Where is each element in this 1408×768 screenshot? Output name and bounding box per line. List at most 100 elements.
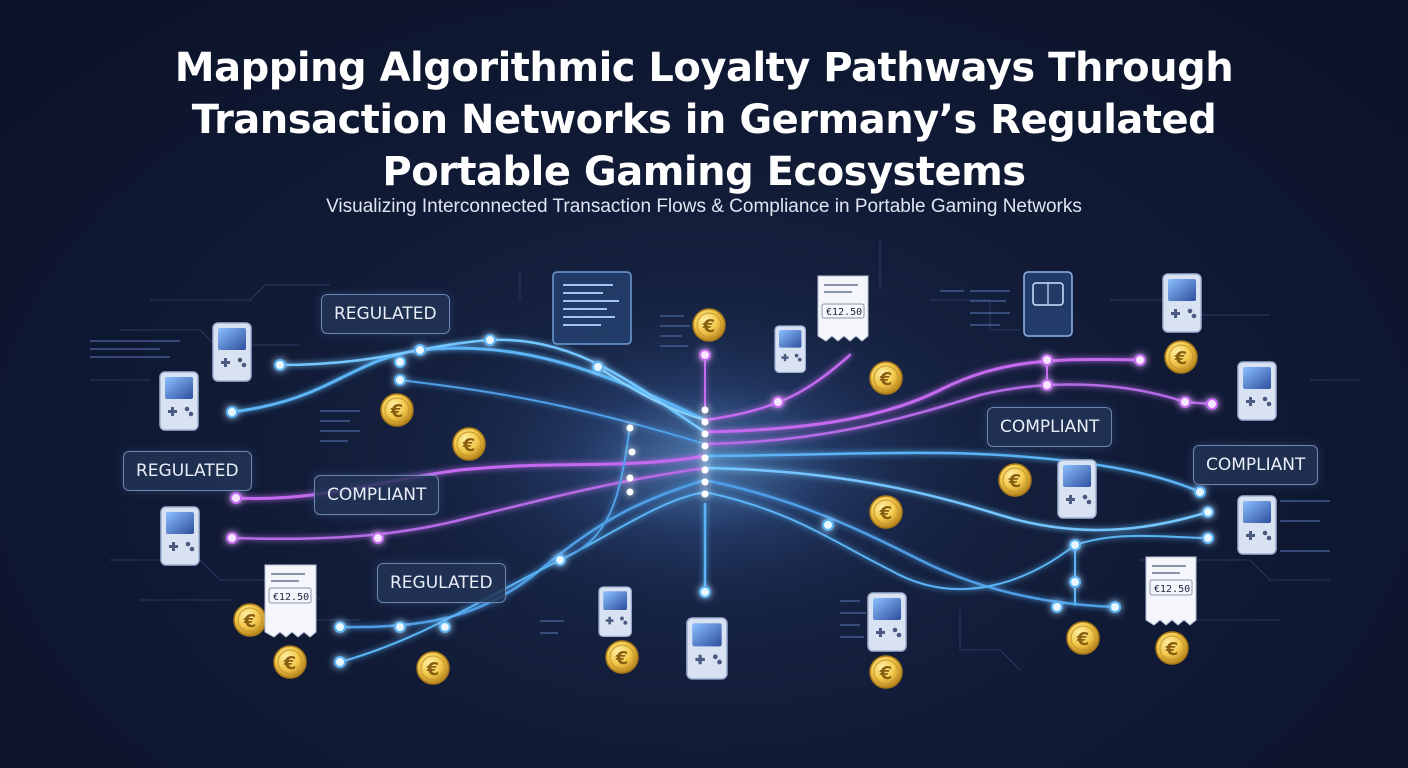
data-strips	[90, 290, 1330, 638]
title-line-3: Portable Gaming Ecosystems	[382, 149, 1026, 195]
title-line-1: Mapping Algorithmic Loyalty Pathways Thr…	[174, 45, 1234, 91]
handheld-console-icon	[774, 325, 807, 373]
flow-line	[703, 357, 1142, 434]
svg-text:€: €	[1165, 639, 1179, 660]
euro-coin-icon: €	[416, 651, 450, 685]
receipt-icon: €12.50	[264, 564, 317, 638]
handheld-console-icon	[1237, 361, 1277, 421]
flow-node	[394, 374, 406, 386]
svg-text:€12.50: €12.50	[1154, 584, 1190, 595]
flow-node	[1179, 396, 1191, 408]
receipt-icon: €12.50	[1145, 556, 1197, 626]
euro-coin-icon: €	[380, 393, 414, 427]
svg-text:€: €	[702, 316, 716, 337]
flow-node	[274, 359, 286, 371]
svg-text:€12.50: €12.50	[826, 307, 862, 318]
flow-line	[339, 491, 706, 663]
flow-line	[703, 353, 852, 422]
flow-node	[1069, 576, 1081, 588]
flow-node	[1202, 506, 1214, 518]
flow-node	[1134, 354, 1146, 366]
flow-node	[822, 519, 834, 531]
euro-coin-icon: €	[998, 463, 1032, 497]
flow-node	[554, 554, 566, 566]
euro-coin-icon: €	[605, 640, 639, 674]
euro-coin-icon: €	[1164, 340, 1198, 374]
euro-coin-icon: €	[1155, 631, 1189, 665]
flow-node	[699, 349, 711, 361]
flow-line	[703, 383, 1214, 446]
svg-text:€: €	[1008, 471, 1022, 492]
handheld-console-icon	[159, 371, 199, 431]
hub-bus	[626, 406, 709, 498]
handheld-console-icon	[686, 617, 728, 680]
flow-node	[226, 532, 238, 544]
tag-regulated: REGULATED	[377, 563, 506, 603]
flow-node	[1109, 601, 1121, 613]
euro-coin-icon: €	[452, 427, 486, 461]
svg-text:€: €	[879, 663, 893, 684]
svg-text:€: €	[243, 611, 257, 632]
svg-text:€: €	[879, 369, 893, 390]
flow-node	[439, 621, 451, 633]
page-title: Mapping Algorithmic Loyalty Pathways Thr…	[0, 42, 1408, 198]
flow-node	[1051, 601, 1063, 613]
euro-coin-icon: €	[233, 603, 267, 637]
flow-node	[394, 621, 406, 633]
handheld-console-icon	[867, 592, 907, 652]
handheld-console-icon	[1162, 273, 1202, 333]
receipt-icon: €12.50	[817, 275, 869, 342]
flow-node	[484, 334, 496, 346]
handheld-console-icon	[160, 506, 200, 566]
flow-line	[399, 379, 706, 445]
flow-node	[1206, 398, 1218, 410]
flow-line	[597, 366, 706, 421]
flow-node	[1041, 379, 1053, 391]
svg-text:€: €	[283, 653, 297, 674]
tag-compliant: COMPLIANT	[1193, 445, 1319, 485]
flow-node	[372, 532, 384, 544]
flow-line	[703, 451, 1202, 494]
svg-text:€: €	[1174, 348, 1188, 369]
flow-node	[394, 356, 406, 368]
transaction-flows	[230, 338, 1214, 663]
flow-node	[1041, 354, 1053, 366]
flow-nodes	[226, 334, 1218, 668]
title-line-2: Transaction Networks in Germany’s Regula…	[191, 97, 1217, 143]
tag-regulated: REGULATED	[321, 294, 450, 334]
handheld-console-icon	[212, 322, 252, 382]
svg-text:€: €	[1076, 629, 1090, 650]
svg-text:€: €	[615, 648, 629, 669]
flow-line	[704, 491, 1209, 591]
tag-regulated: REGULATED	[123, 451, 252, 491]
flow-line	[234, 454, 707, 500]
flow-node	[592, 361, 604, 373]
flow-node	[772, 396, 784, 408]
euro-coin-icon: €	[273, 645, 307, 679]
handheld-console-icon	[1057, 459, 1097, 519]
data-panel-icon	[1023, 271, 1073, 337]
flow-node	[230, 492, 242, 504]
svg-text:€: €	[426, 659, 440, 680]
svg-text:€12.50: €12.50	[273, 592, 309, 603]
tag-compliant: COMPLIANT	[314, 475, 440, 515]
svg-text:€: €	[390, 401, 404, 422]
flow-node	[414, 344, 426, 356]
flow-line	[703, 466, 1210, 532]
page-subtitle: Visualizing Interconnected Transaction F…	[326, 196, 1082, 217]
flow-node	[1194, 486, 1206, 498]
tag-compliant: COMPLIANT	[987, 407, 1113, 447]
flow-line	[559, 424, 631, 561]
handheld-console-icon	[1237, 495, 1277, 555]
flow-node	[334, 656, 346, 668]
flow-node	[699, 586, 711, 598]
flow-node	[1202, 532, 1214, 544]
svg-text:€: €	[879, 503, 893, 524]
euro-coin-icon: €	[1066, 621, 1100, 655]
flow-node	[1069, 539, 1081, 551]
flow-node	[226, 406, 238, 418]
euro-coin-icon: €	[869, 655, 903, 689]
handheld-console-icon	[598, 586, 632, 637]
